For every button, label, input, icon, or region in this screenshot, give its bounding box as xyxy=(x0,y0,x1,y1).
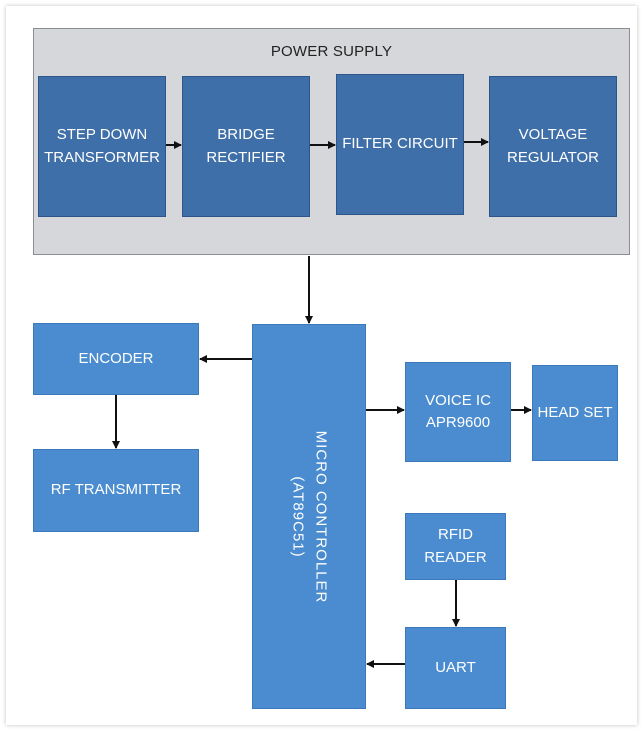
uart-block: UART xyxy=(405,627,506,709)
filter-circuit-block: FILTER CIRCUIT xyxy=(336,74,464,215)
head-set-block: HEAD SET xyxy=(532,365,618,461)
rfid-reader-block: RFID READER xyxy=(405,513,506,580)
micro-controller-block: MICRO CONTROLLER (AT89C51) xyxy=(252,324,366,709)
step-down-transformer-block: STEP DOWN TRANSFORMER xyxy=(38,76,166,217)
rf-transmitter-block: RF TRANSMITTER xyxy=(33,449,199,532)
bridge-rectifier-block: BRIDGE RECTIFIER xyxy=(182,76,310,217)
connection-arrows xyxy=(112,138,532,668)
voice-ic-block: VOICE IC APR9600 xyxy=(405,362,511,462)
encoder-block: ENCODER xyxy=(33,323,199,395)
diagram-frame: POWER SUPPLY STEP DOWN TRANSFORMER BRIDG… xyxy=(6,6,637,725)
power-supply-title: POWER SUPPLY xyxy=(270,43,393,60)
voltage-regulator-block: VOLTAGE REGULATOR xyxy=(489,76,617,217)
